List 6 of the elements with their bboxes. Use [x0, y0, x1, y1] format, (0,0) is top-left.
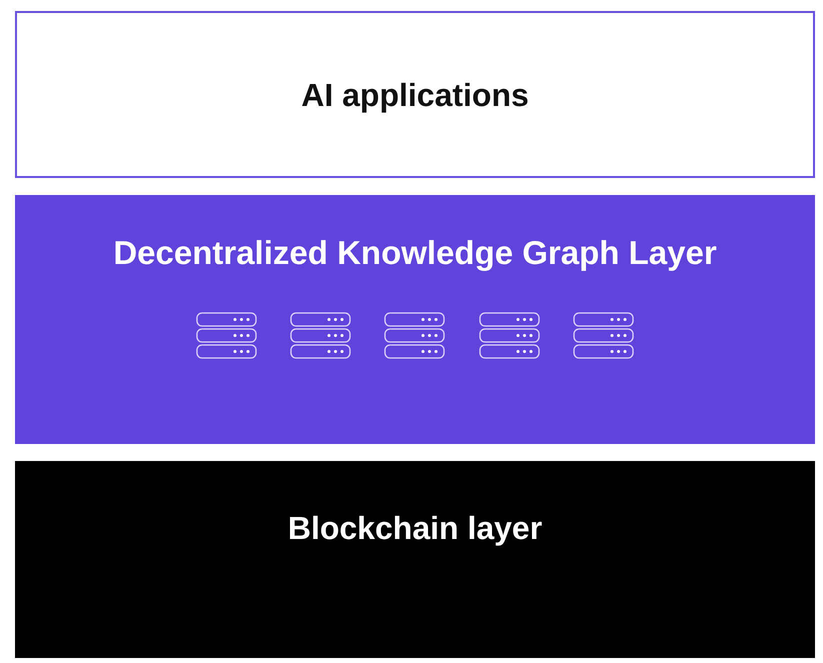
- blockchain-layer-band: [15, 461, 815, 658]
- application-layer-box: [15, 11, 815, 178]
- layer-title: Decentralized Knowledge Graph Layer: [113, 234, 717, 272]
- knowledge-graph-layer-band: [15, 195, 815, 444]
- layer-title: Blockchain layer: [288, 510, 542, 547]
- layer-title: AI applications: [301, 77, 529, 114]
